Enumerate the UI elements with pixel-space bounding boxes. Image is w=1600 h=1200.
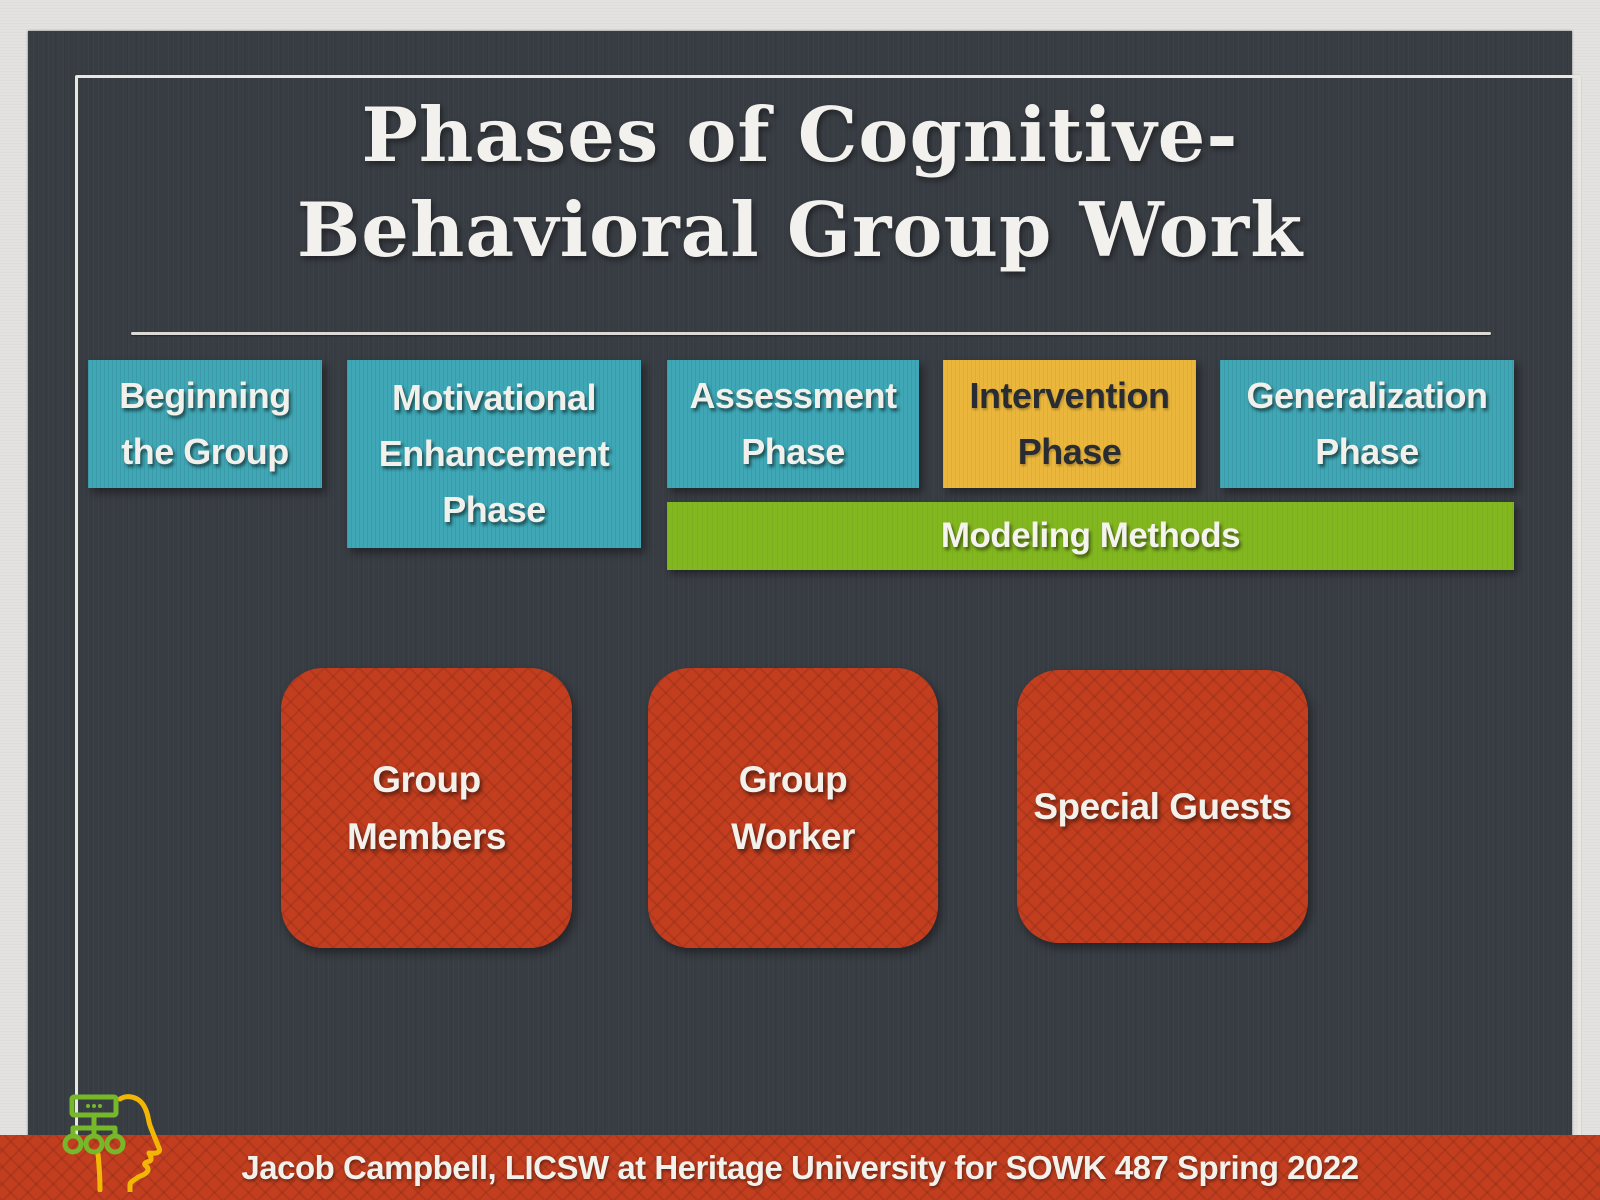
card-label-line: Special Guests [1033, 785, 1292, 827]
card-special-guests: Special Guests [1017, 670, 1308, 943]
phase-label-line: Intervention [969, 374, 1170, 416]
card-group-members: Group Members [281, 668, 572, 948]
phase-box-assessment: Assessment Phase [667, 360, 919, 488]
modeling-methods-bar: Modeling Methods [667, 502, 1514, 570]
hand-drawn-border [75, 75, 1581, 1200]
slide-title-line2: Behavioral Group Work [296, 185, 1304, 274]
card-label-line: Group [738, 758, 848, 800]
phase-label-line: Assessment [689, 374, 897, 416]
slide-background-panel [28, 31, 1581, 1200]
modeling-methods-label: Modeling Methods [940, 516, 1241, 555]
card-label-line: Group [372, 758, 481, 800]
phase-label-line: Phase [442, 489, 546, 531]
phase-label-line: Enhancement [378, 432, 610, 474]
phase-label-line: Motivational [391, 376, 597, 418]
phase-label-line: Beginning [119, 374, 291, 416]
slide-title-line1: Phases of Cognitive- [361, 91, 1239, 179]
phase-label-line: Phase [1315, 431, 1419, 472]
card-group-worker: Group Worker [648, 668, 938, 948]
phase-box-generalization: Generalization Phase [1220, 360, 1514, 488]
phase-box-motivational-enhancement: Motivational Enhancement Phase [347, 360, 641, 548]
phase-box-intervention: Intervention Phase [943, 360, 1196, 488]
phase-box-beginning-the-group: Beginning the Group [88, 360, 322, 488]
head-with-flowchart-icon [62, 1094, 162, 1192]
card-label-line: Members [347, 816, 506, 857]
card-label-line: Worker [731, 816, 855, 857]
phase-label-line: Phase [1017, 431, 1122, 472]
slide-title: Phases of Cognitive- Behavioral Group Wo… [0, 88, 1600, 277]
footer-bar: Jacob Campbell, LICSW at Heritage Univer… [0, 1135, 1600, 1200]
phase-label-line: the Group [121, 431, 289, 472]
phase-label-line: Phase [741, 431, 845, 472]
footer-credit: Jacob Campbell, LICSW at Heritage Univer… [241, 1148, 1359, 1186]
title-divider-line [131, 332, 1491, 335]
phase-label-line: Generalization [1246, 374, 1488, 416]
